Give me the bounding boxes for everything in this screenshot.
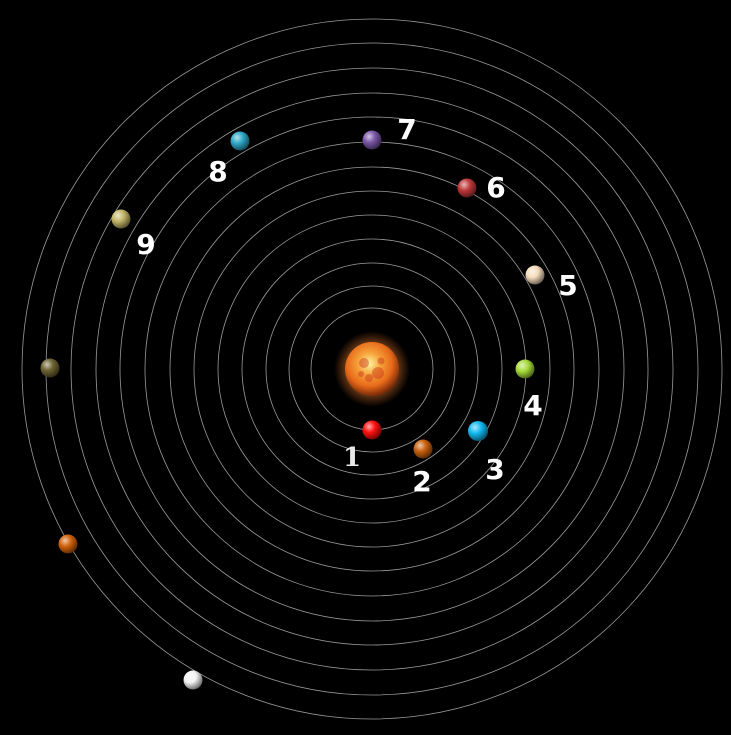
orbit-ring (70, 67, 674, 671)
planet-10 (40, 358, 60, 378)
orbit-ring (119, 116, 625, 622)
planet-3 (468, 421, 488, 441)
sun-texture (372, 367, 384, 379)
orbit-ring (288, 285, 456, 453)
planet-label-7: 7 (397, 113, 416, 146)
sun-texture (365, 374, 373, 382)
planets (40, 130, 545, 690)
planet-labels: 1 2 34 5 6 7 8 9 (136, 113, 577, 498)
planet-2 (413, 439, 433, 459)
planet-9 (111, 209, 131, 229)
planet-1 (362, 420, 382, 440)
planet-label-1: 1 (343, 443, 361, 473)
planet-label-8: 8 (208, 155, 227, 188)
planet-5 (525, 265, 545, 285)
planet-11 (58, 534, 78, 554)
planet-label-6: 6 (486, 171, 505, 204)
planet-label-9: 9 (136, 228, 155, 261)
planet-label-5: 5 (558, 269, 577, 302)
orbit-ring (95, 92, 649, 646)
planet-8 (230, 131, 250, 151)
planet-label-3: 3 (485, 453, 504, 486)
orbit-ring (169, 166, 575, 572)
sun-body (345, 342, 399, 396)
sun-texture (359, 358, 369, 368)
planet-label-4: 4 (523, 389, 542, 422)
planet-6 (457, 178, 477, 198)
orbit-ring (193, 190, 551, 548)
planet-label-2: 2 (412, 465, 431, 498)
sun-texture (358, 371, 364, 377)
planet-4 (515, 359, 535, 379)
planet-12 (183, 670, 203, 690)
sun-texture (377, 357, 385, 365)
orbit-ring (265, 262, 479, 476)
orbit-ring (241, 238, 503, 500)
orbit-ring (21, 18, 723, 720)
sun (334, 331, 410, 407)
planet-7 (362, 130, 382, 150)
